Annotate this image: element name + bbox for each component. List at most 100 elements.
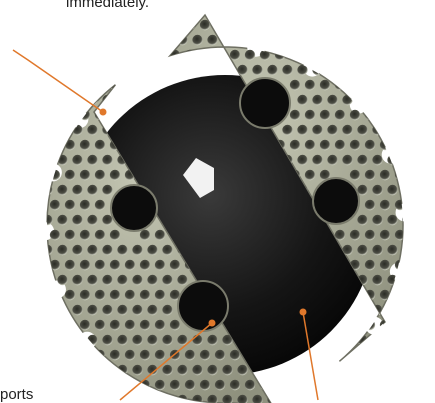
pad-dimple: [402, 155, 412, 165]
pad-dimple: [380, 230, 390, 240]
pad-dimple: [57, 275, 67, 285]
pad-dimple: [27, 185, 37, 195]
pad-dimple: [12, 65, 22, 75]
pad-dimple: [50, 380, 60, 390]
pad-dimple: [417, 155, 427, 165]
pad-dimple: [12, 365, 22, 375]
pad-dimple: [27, 35, 37, 45]
pad-dimple: [177, 5, 187, 15]
pad-dimple: [297, 35, 307, 45]
pad-dimple: [357, 185, 367, 195]
pad-dimple: [320, 380, 330, 390]
pad-dimple: [27, 125, 37, 135]
pad-dimple: [12, 245, 22, 255]
pad-dimple: [365, 170, 375, 180]
pad-dimple: [35, 200, 45, 210]
pad-dimple: [282, 5, 292, 15]
pad-dimple: [102, 275, 112, 285]
pad-dimple: [12, 215, 22, 225]
pad-dimple: [357, 365, 367, 375]
pad-dimple: [305, 50, 315, 60]
pad-dimple: [140, 20, 150, 30]
pad-dimple: [155, 20, 165, 30]
pad-dimple: [222, 365, 232, 375]
pad-dimple: [417, 275, 427, 285]
pad-dimple: [80, 20, 90, 30]
pad-dimple: [110, 50, 120, 60]
pad-dimple: [372, 65, 382, 75]
pad-dimple: [80, 200, 90, 210]
pad-dimple: [12, 245, 22, 255]
pad-dimple: [57, 185, 67, 195]
pad-dimple: [380, 200, 390, 210]
pad-dimple: [102, 305, 112, 315]
pad-dimple: [57, 65, 67, 75]
pad-dimple: [42, 35, 52, 45]
pad-dimple: [5, 320, 15, 330]
pad-dimple: [110, 380, 120, 390]
pad-dimple: [80, 320, 90, 330]
pad-dimple: [417, 245, 427, 255]
pad-dimple: [87, 125, 97, 135]
pad-dimple: [72, 395, 82, 403]
pad-dimple: [102, 155, 112, 165]
pad-dimple: [57, 395, 67, 403]
pad-dimple: [365, 380, 375, 390]
pad-dimple: [110, 110, 120, 120]
pad-dimple: [410, 140, 420, 150]
pad-dimple: [207, 5, 217, 15]
pad-dimple: [102, 365, 112, 375]
pad-dimple: [275, 20, 285, 30]
pad-dimple: [87, 275, 97, 285]
pad-dimple: [27, 35, 37, 45]
pad-dimple: [297, 95, 307, 105]
pad-dimple: [417, 395, 427, 403]
pad-dimple: [417, 275, 427, 285]
pad-dimple: [20, 320, 30, 330]
pad-dimple: [417, 365, 427, 375]
pad-dimple: [117, 335, 127, 345]
pad-dimple: [387, 305, 397, 315]
pad-dimple: [140, 320, 150, 330]
pad-dimple: [162, 245, 172, 255]
pad-dimple: [297, 5, 307, 15]
pad-dimple: [395, 350, 405, 360]
pad-dimple: [125, 350, 135, 360]
pad-dimple: [87, 95, 97, 105]
pad-dimple: [162, 65, 172, 75]
pad-dimple: [162, 395, 172, 403]
pad-dimple: [50, 110, 60, 120]
pad-dimple: [395, 50, 405, 60]
pad-dimple: [312, 95, 322, 105]
pad-dimple: [230, 380, 240, 390]
pad-dimple: [380, 20, 390, 30]
pad-dimple: [327, 395, 337, 403]
pad-dimple: [267, 35, 277, 45]
pad-dimple: [147, 395, 157, 403]
pad-dimple: [27, 185, 37, 195]
pad-dimple: [12, 275, 22, 285]
pad-dimple: [5, 170, 15, 180]
pad-dimple: [395, 80, 405, 90]
pad-dimple: [327, 5, 337, 15]
pad-dimple: [185, 20, 195, 30]
pad-dimple: [402, 305, 412, 315]
pad-dimple: [87, 65, 97, 75]
pad-dimple: [387, 95, 397, 105]
pad-dimple: [20, 380, 30, 390]
pad-dimple: [297, 155, 307, 165]
pad-dimple: [162, 275, 172, 285]
pad-dimple: [222, 65, 232, 75]
pad-dimple: [305, 140, 315, 150]
pad-dimple: [417, 65, 427, 75]
pad-dimple: [65, 170, 75, 180]
pad-dimple: [35, 110, 45, 120]
pad-dimple: [410, 260, 420, 270]
pad-dimple: [215, 20, 225, 30]
pad-dimple: [290, 380, 300, 390]
pad-dimple: [132, 65, 142, 75]
pad-dimple: [50, 20, 60, 30]
pad-dimple: [20, 380, 30, 390]
pad-dimple: [350, 110, 360, 120]
pad-dimple: [12, 305, 22, 315]
